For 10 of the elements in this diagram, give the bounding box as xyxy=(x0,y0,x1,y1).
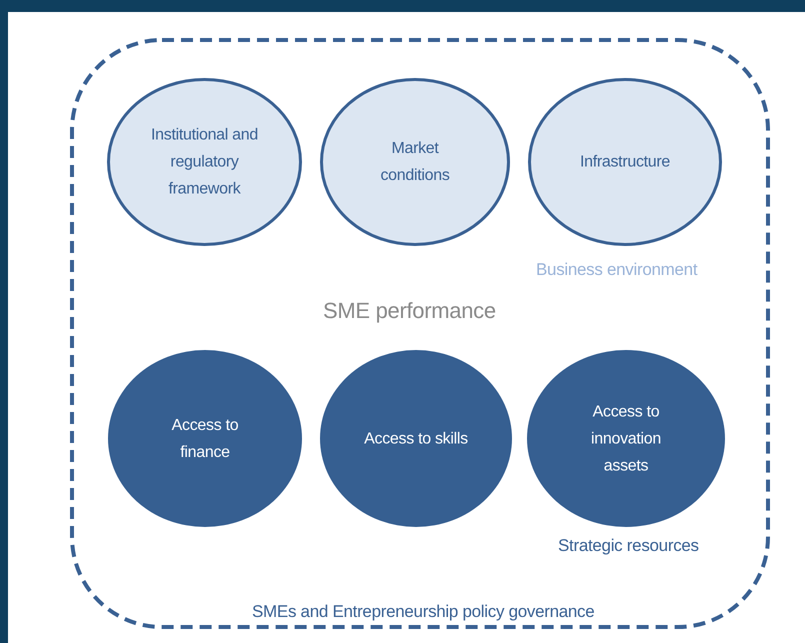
ellipse-label: Access to innovation assets xyxy=(590,402,662,476)
group-label: Strategic resources xyxy=(558,536,699,556)
frame-title: SMEs and Entrepreneurship policy governance xyxy=(252,601,594,623)
ellipse-label: Access to finance xyxy=(170,416,240,462)
ellipse-label: Market conditions xyxy=(379,139,451,186)
ellipse-label: Infrastructure xyxy=(578,152,672,172)
group-label: SME performance xyxy=(323,298,496,324)
ellipse-label: Institutional and regulatory framework xyxy=(150,126,259,200)
ellipse-label: Access to skills xyxy=(363,429,469,449)
group-label: Business environment xyxy=(536,260,698,280)
